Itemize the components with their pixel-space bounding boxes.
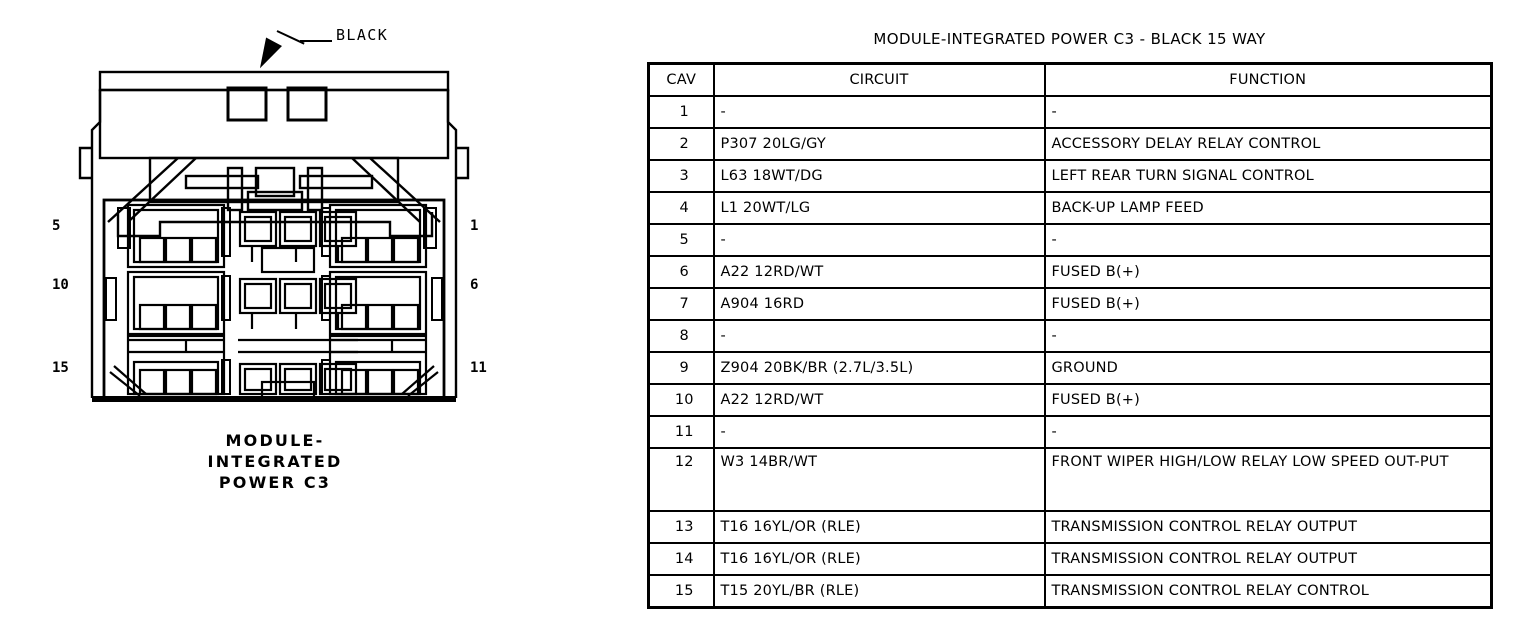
cav-cell: 12	[647, 447, 715, 512]
circuit-cell: -	[712, 319, 1046, 353]
function-cell: FUSED B(+)	[1043, 287, 1493, 321]
circuit-cell: T16 16YL/OR (RLE)	[712, 542, 1046, 576]
cav-cell: 11	[647, 415, 715, 449]
circuit-cell: A22 12RD/WT	[712, 255, 1046, 289]
function-cell: ACCESSORY DELAY RELAY CONTROL	[1043, 127, 1493, 161]
cav-cell: 3	[647, 159, 715, 193]
function-cell: -	[1043, 95, 1493, 129]
table-row: 5--	[647, 223, 1493, 257]
function-cell: GROUND	[1043, 351, 1493, 385]
cav-cell: 8	[647, 319, 715, 353]
cav-cell: 9	[647, 351, 715, 385]
cav-cell: 7	[647, 287, 715, 321]
callout-leader-line	[300, 40, 332, 42]
cav-cell: 14	[647, 542, 715, 576]
function-cell: -	[1043, 319, 1493, 353]
function-cell: BACK-UP LAMP FEED	[1043, 191, 1493, 225]
function-cell: FRONT WIPER HIGH/LOW RELAY LOW SPEED OUT…	[1043, 447, 1493, 512]
function-cell: FUSED B(+)	[1043, 255, 1493, 289]
cav-cell: 10	[647, 383, 715, 417]
circuit-cell: T16 16YL/OR (RLE)	[712, 510, 1046, 544]
circuit-cell: T15 20YL/BR (RLE)	[712, 574, 1046, 609]
circuit-cell: -	[712, 95, 1046, 129]
cavity-label-right-11: 11	[470, 360, 487, 376]
circuit-cell: -	[712, 223, 1046, 257]
function-cell: -	[1043, 415, 1493, 449]
circuit-cell: P307 20LG/GY	[712, 127, 1046, 161]
cav-cell: 5	[647, 223, 715, 257]
cav-cell: 13	[647, 510, 715, 544]
function-cell: TRANSMISSION CONTROL RELAY CONTROL	[1043, 574, 1493, 609]
cavity-label-right-1: 1	[470, 218, 479, 234]
connector-drawing	[78, 70, 470, 402]
table-row: 8--	[647, 319, 1493, 353]
cavity-label-left-15: 15	[52, 360, 69, 376]
circuit-cell: L1 20WT/LG	[712, 191, 1046, 225]
table-title: MODULE-INTEGRATED POWER C3 - BLACK 15 WA…	[873, 30, 1266, 48]
function-text: FRONT WIPER HIGH/LOW RELAY LOW SPEED OUT…	[1051, 454, 1449, 470]
cav-cell: 4	[647, 191, 715, 225]
connector-caption: MODULE- INTEGRATED POWER C3	[150, 430, 400, 493]
function-cell: TRANSMISSION CONTROL RELAY OUTPUT	[1043, 542, 1493, 576]
cavity-label-left-10: 10	[52, 277, 69, 293]
table-header-row: CAV CIRCUIT FUNCTION	[647, 62, 1493, 97]
circuit-cell: A22 12RD/WT	[712, 383, 1046, 417]
cav-cell: 15	[647, 574, 715, 609]
function-cell: FUSED B(+)	[1043, 383, 1493, 417]
caption-line-2: INTEGRATED	[207, 452, 343, 471]
cavity-label-right-6: 6	[470, 277, 479, 293]
circuit-cell: -	[712, 415, 1046, 449]
circuit-cell: L63 18WT/DG	[712, 159, 1046, 193]
circuit-cell: Z904 20BK/BR (2.7L/3.5L)	[712, 351, 1046, 385]
circuit-cell: A904 16RD	[712, 287, 1046, 321]
column-header-cav: CAV	[647, 62, 715, 97]
function-cell: TRANSMISSION CONTROL RELAY OUTPUT	[1043, 510, 1493, 544]
cav-cell: 6	[647, 255, 715, 289]
connector-illustration: BLACK	[0, 0, 620, 644]
cav-cell: 2	[647, 127, 715, 161]
caption-line-1: MODULE-	[225, 431, 325, 450]
circuit-cell: W3 14BR/WT	[712, 447, 1046, 512]
caption-line-3: POWER C3	[218, 473, 332, 492]
function-cell: -	[1043, 223, 1493, 257]
function-cell: LEFT REAR TURN SIGNAL CONTROL	[1043, 159, 1493, 193]
table-row: 1--	[647, 95, 1493, 129]
black-callout-label: BLACK	[336, 26, 389, 44]
table-row: 11--	[647, 415, 1493, 449]
cavity-label-left-5: 5	[52, 218, 61, 234]
cav-cell: 1	[647, 95, 715, 129]
column-header-circuit: CIRCUIT	[712, 62, 1046, 97]
column-header-function: FUNCTION	[1043, 62, 1493, 97]
